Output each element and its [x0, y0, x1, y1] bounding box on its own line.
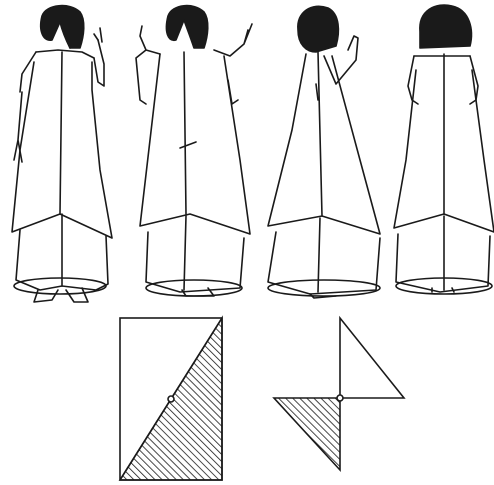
pattern-triangles: [274, 318, 404, 470]
pattern-rectangle: [120, 318, 222, 480]
figure-back: [394, 5, 494, 294]
figure-three-quarter: [136, 6, 252, 296]
figure-front: [12, 6, 112, 302]
figure-side: [268, 6, 380, 298]
